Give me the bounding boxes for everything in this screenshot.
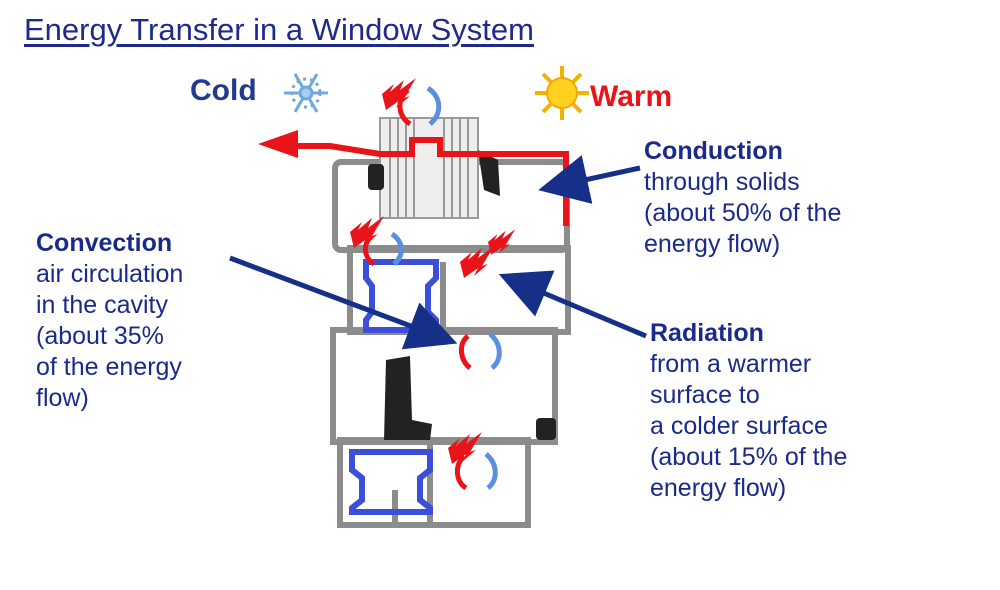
convection-line: of the energy bbox=[36, 353, 182, 381]
radiation-line: from a warmer bbox=[650, 350, 812, 378]
cold-label: Cold bbox=[190, 74, 257, 107]
page-title: Energy Transfer in a Window System bbox=[24, 12, 534, 47]
circulation-arrows-icon bbox=[363, 85, 502, 491]
radiation-line: surface to bbox=[650, 381, 760, 409]
warm-label: Warm bbox=[590, 80, 673, 113]
convection-line: (about 35% bbox=[36, 322, 164, 350]
radiation-label: Radiation from a warmer surface to a col… bbox=[650, 318, 847, 504]
convection-pointer bbox=[229, 255, 458, 350]
conduction-line: (about 50% of the bbox=[644, 199, 842, 227]
sun-icon bbox=[535, 66, 589, 120]
conduction-line: through solids bbox=[644, 168, 800, 196]
conduction-heat-path bbox=[258, 130, 569, 226]
callout-arrows bbox=[229, 155, 647, 350]
radiation-line: a colder surface bbox=[650, 412, 828, 440]
glazing-unit bbox=[379, 117, 479, 219]
conduction-pointer bbox=[538, 155, 641, 204]
snowflake-icon bbox=[284, 73, 328, 113]
convection-line: flow) bbox=[36, 384, 89, 412]
convection-line: air circulation bbox=[36, 260, 184, 288]
conduction-line: energy flow) bbox=[644, 230, 781, 258]
radiation-line: (about 15% of the bbox=[650, 443, 848, 471]
convection-heading: Convection bbox=[36, 229, 173, 257]
convection-label: Convection air circulation in the cavity… bbox=[36, 228, 183, 414]
radiation-pointer bbox=[498, 270, 647, 339]
seal-gaskets bbox=[368, 150, 556, 440]
radiation-heading: Radiation bbox=[650, 319, 764, 347]
conduction-label: Conduction through solids (about 50% of … bbox=[644, 136, 841, 260]
convection-line: in the cavity bbox=[36, 291, 169, 319]
radiation-line: energy flow) bbox=[650, 474, 787, 502]
conduction-heading: Conduction bbox=[644, 137, 783, 165]
